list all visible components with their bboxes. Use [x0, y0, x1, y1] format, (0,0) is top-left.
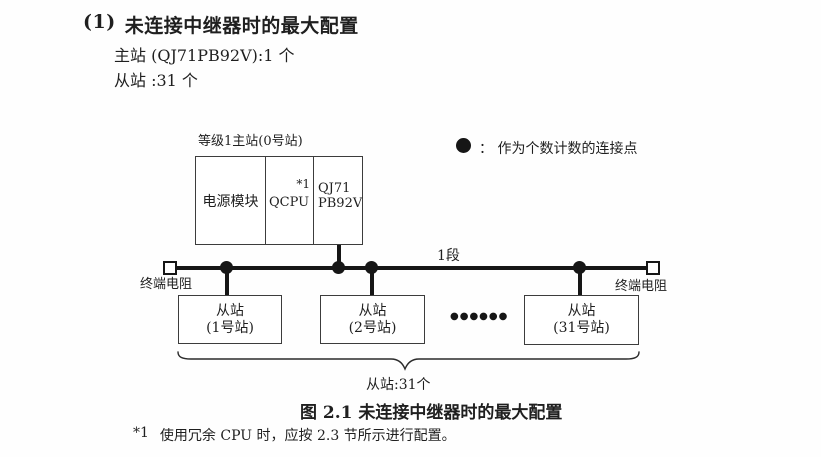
terminating-resistor-icon-left: [163, 261, 177, 275]
module-power-supply: 电源模块: [196, 157, 266, 244]
connection-point-icon: [332, 261, 345, 274]
slave3-drop-line: [578, 268, 582, 295]
slave-2-line2: (2号站): [348, 319, 397, 336]
slave-1-line1: 从站: [216, 302, 244, 319]
section-title: 未连接中继器时的最大配置: [124, 15, 359, 37]
module-qcpu: *1 QCPU: [266, 157, 314, 244]
terminating-resistor-icon-right: [646, 261, 660, 275]
terminating-resistor-label-left: 终端电阻: [140, 277, 193, 292]
footnote-text: 使用冗余 CPU 时，应按 2.3 节所示进行配置。: [159, 428, 456, 444]
legend-text: ： 作为个数计数的连接点: [479, 141, 638, 157]
segment-label: 1段: [437, 248, 460, 264]
section-number: (1): [83, 11, 116, 33]
terminating-resistor-label-right: 终端电阻: [615, 279, 668, 294]
slave-station-1-box: 从站 (1号站): [178, 295, 282, 344]
footnote-marker-ref: *1: [296, 177, 310, 191]
slave-31-line2: (31号站): [553, 320, 610, 336]
ellipsis-dots-icon: ●●●●●●: [450, 311, 509, 322]
slave-station-31-box: 从站 (31号站): [524, 295, 639, 345]
slave-1-line2: (1号站): [206, 319, 254, 336]
figure-caption: 图 2.1 未连接中继器时的最大配置: [300, 403, 563, 423]
bus-line: [177, 266, 646, 270]
footnote: *1 使用冗余 CPU 时，应按 2.3 节所示进行配置。: [133, 425, 456, 445]
slave-31-line1: 从站: [567, 303, 596, 319]
module-qcpu-label: QCPU: [269, 195, 310, 210]
master-station-label: 等级1主站(0号站): [198, 134, 303, 149]
slave-station-2-box: 从站 (2号站): [320, 295, 425, 344]
slave1-drop-line: [225, 268, 229, 295]
connection-point-icon: [365, 261, 378, 274]
module-qj71-line1: QJ71: [318, 181, 351, 196]
spec-slave-count: 从站 :31 个: [114, 71, 198, 90]
master-drop-line: [337, 245, 341, 268]
slave-2-line1: 从站: [358, 302, 387, 319]
slave2-drop-line: [370, 268, 374, 295]
connection-point-icon: [220, 261, 233, 274]
module-qj71-line2: PB92V: [318, 196, 363, 211]
brace-label: 从站:31个: [366, 377, 431, 393]
footnote-marker: *1: [133, 425, 149, 441]
spec-master-count: 主站 (QJ71PB92V):1 个: [114, 46, 295, 65]
connection-point-icon: [456, 138, 471, 153]
brace: [177, 351, 640, 371]
connection-point-icon: [573, 261, 586, 274]
section-heading: (1) 未连接中继器时的最大配置: [83, 11, 359, 38]
